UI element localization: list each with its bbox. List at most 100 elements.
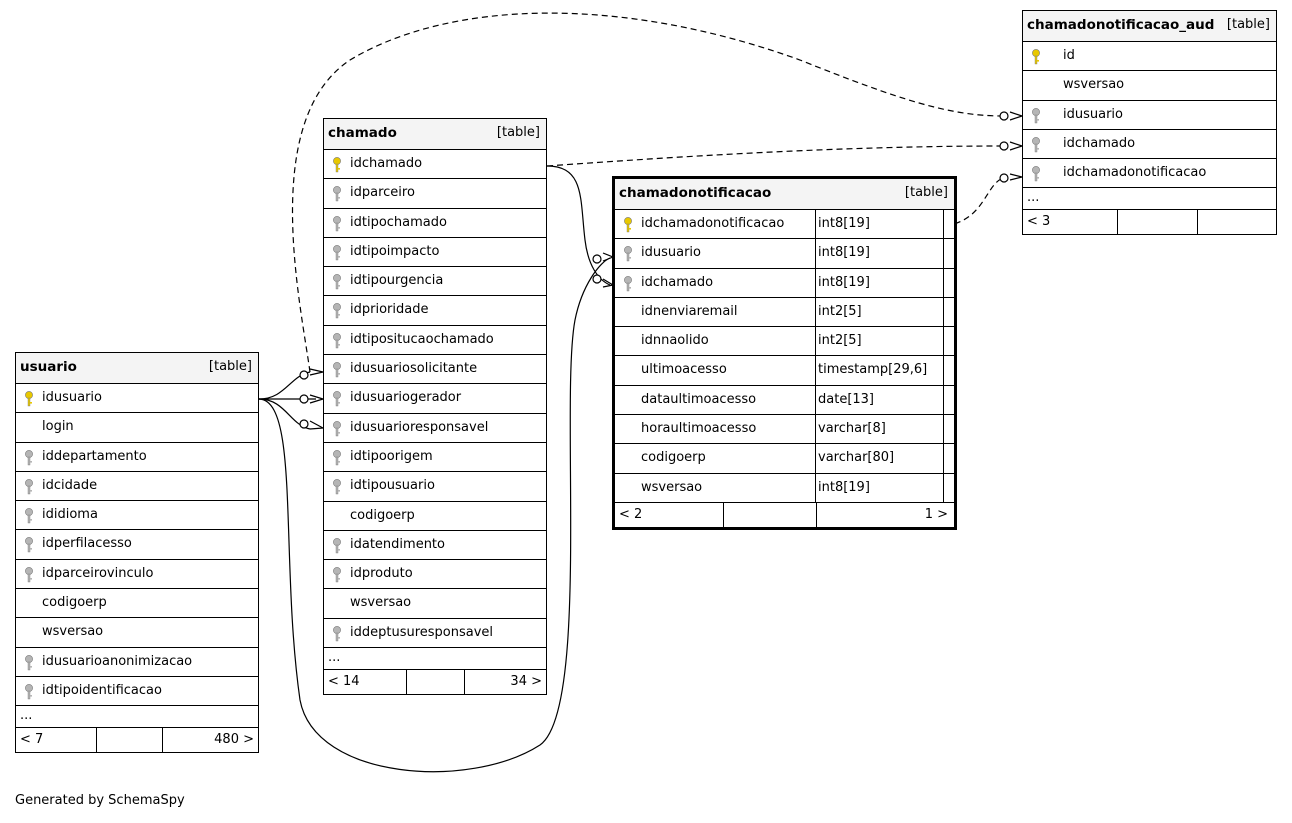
- column-row: idnnaolido int2[5]: [615, 327, 954, 357]
- children-count: [1197, 210, 1278, 235]
- column-name: idchamado: [1063, 135, 1136, 151]
- column-name: idnenviaremail: [641, 303, 738, 319]
- column-name: idchamadonotificacao: [641, 216, 785, 231]
- column-name: idtipourgencia: [350, 273, 444, 289]
- column-row: idusuariosolicitante: [324, 355, 546, 385]
- foreign-key-icon: [624, 246, 632, 262]
- column-type: int2[5]: [815, 297, 862, 327]
- column-name: idchamadonotificacao: [1063, 165, 1207, 181]
- foreign-key-icon: [333, 537, 341, 554]
- foreign-key-icon: [333, 479, 341, 495]
- column-name: idtipositucaochamado: [350, 331, 494, 347]
- column-row: idusuario: [1023, 101, 1276, 130]
- column-name: wsversao: [350, 595, 412, 611]
- column-type: int8[19]: [815, 239, 870, 268]
- column-type: varchar[8]: [815, 415, 886, 444]
- foreign-key-icon: [333, 625, 341, 641]
- column-name: wsversao: [641, 479, 703, 495]
- column-row: idusuario: [16, 384, 258, 414]
- column-name: idtipoimpacto: [350, 243, 440, 259]
- column-name: codigoerp: [641, 450, 706, 466]
- table-type-label: [table]: [1226, 17, 1270, 32]
- foreign-key-icon: [1032, 107, 1040, 123]
- column-name: idchamado: [350, 156, 423, 171]
- column-name: idusuariosolicitante: [350, 361, 478, 377]
- primary-key-icon: [1032, 49, 1040, 65]
- column-name: horaultimoacesso: [641, 421, 757, 437]
- footer-spacer: [723, 502, 816, 527]
- column-row: idcidade: [16, 472, 258, 502]
- more-columns: ...: [324, 648, 546, 671]
- column-name: dataultimoacesso: [641, 391, 757, 407]
- column-row: idtipoimpacto: [324, 238, 546, 268]
- more-columns: ...: [16, 706, 258, 729]
- column-name: idprioridade: [350, 302, 429, 318]
- column-spacer: [943, 239, 944, 268]
- column-row: idproduto: [324, 560, 546, 590]
- table-type-label: [table]: [904, 185, 948, 200]
- column-name: wsversao: [42, 624, 104, 640]
- column-name: idusuario: [1063, 106, 1123, 122]
- footer-spacer: [406, 670, 464, 695]
- foreign-key-icon: [25, 537, 33, 553]
- foreign-key-icon: [25, 654, 33, 670]
- column-row: idprioridade: [324, 296, 546, 326]
- column-name: idatendimento: [350, 536, 445, 552]
- column-row: idtipourgencia: [324, 267, 546, 297]
- foreign-key-icon: [333, 332, 341, 348]
- foreign-key-icon: [333, 391, 341, 407]
- foreign-key-icon: [333, 362, 341, 378]
- column-name: idusuarioresponsavel: [350, 419, 489, 435]
- column-row: idchamado: [1023, 130, 1276, 160]
- relation-usuario-aud: [291, 12, 1004, 373]
- column-row: idusuariogerador: [324, 384, 546, 414]
- column-row: idparceiro: [324, 179, 546, 209]
- column-name: id: [1063, 48, 1075, 63]
- more-columns: ...: [1023, 188, 1276, 211]
- column-row: idtipousuario: [324, 472, 546, 502]
- foreign-key-icon: [1032, 166, 1040, 182]
- column-row: idtipoidentificacao: [16, 677, 258, 707]
- column-row: codigoerp: [324, 502, 546, 531]
- column-name: idparceiro: [350, 185, 415, 201]
- column-name: idcidade: [42, 477, 98, 493]
- column-row: ididioma: [16, 501, 258, 531]
- column-name: idnnaolido: [641, 333, 709, 349]
- table-name: usuario: [20, 359, 77, 375]
- column-row: iddepartamento: [16, 443, 258, 472]
- table-header: chamadonotificacao_aud[table]: [1023, 11, 1276, 42]
- column-row: idtipoorigem: [324, 443, 546, 473]
- column-type: int2[5]: [815, 327, 862, 356]
- column-name: idproduto: [350, 566, 413, 582]
- table-type-label: [table]: [208, 359, 252, 374]
- foreign-key-icon: [333, 244, 341, 261]
- table-footer: < 3: [1023, 210, 1278, 235]
- column-row: idchamadonotificacao: [1023, 159, 1276, 189]
- column-spacer: [943, 327, 944, 356]
- foreign-key-icon: [25, 508, 33, 524]
- column-row: wsversao int8[19]: [615, 473, 954, 503]
- primary-key-icon: [624, 217, 632, 233]
- column-row: idnenviaremail int2[5]: [615, 297, 954, 328]
- foreign-key-icon: [1032, 136, 1040, 153]
- column-name: codigoerp: [42, 595, 107, 611]
- table-name: chamado: [328, 125, 397, 141]
- footer-spacer: [96, 728, 162, 753]
- column-row: idtipochamado: [324, 209, 546, 238]
- foreign-key-icon: [25, 684, 33, 700]
- column-name: iddepartamento: [42, 448, 147, 464]
- foreign-key-icon: [25, 566, 33, 582]
- column-name: iddeptusuresponsavel: [350, 624, 494, 640]
- column-name: ididioma: [42, 507, 98, 523]
- column-row: idparceirovinculo: [16, 560, 258, 590]
- children-count: 1 >: [816, 502, 954, 527]
- children-count: 34 >: [464, 670, 548, 695]
- column-type: int8[19]: [815, 473, 870, 502]
- foreign-key-icon: [333, 274, 341, 290]
- foreign-key-icon: [25, 449, 33, 465]
- relation-chamado-aud: [546, 145, 1004, 167]
- column-name: ultimoacesso: [641, 362, 727, 378]
